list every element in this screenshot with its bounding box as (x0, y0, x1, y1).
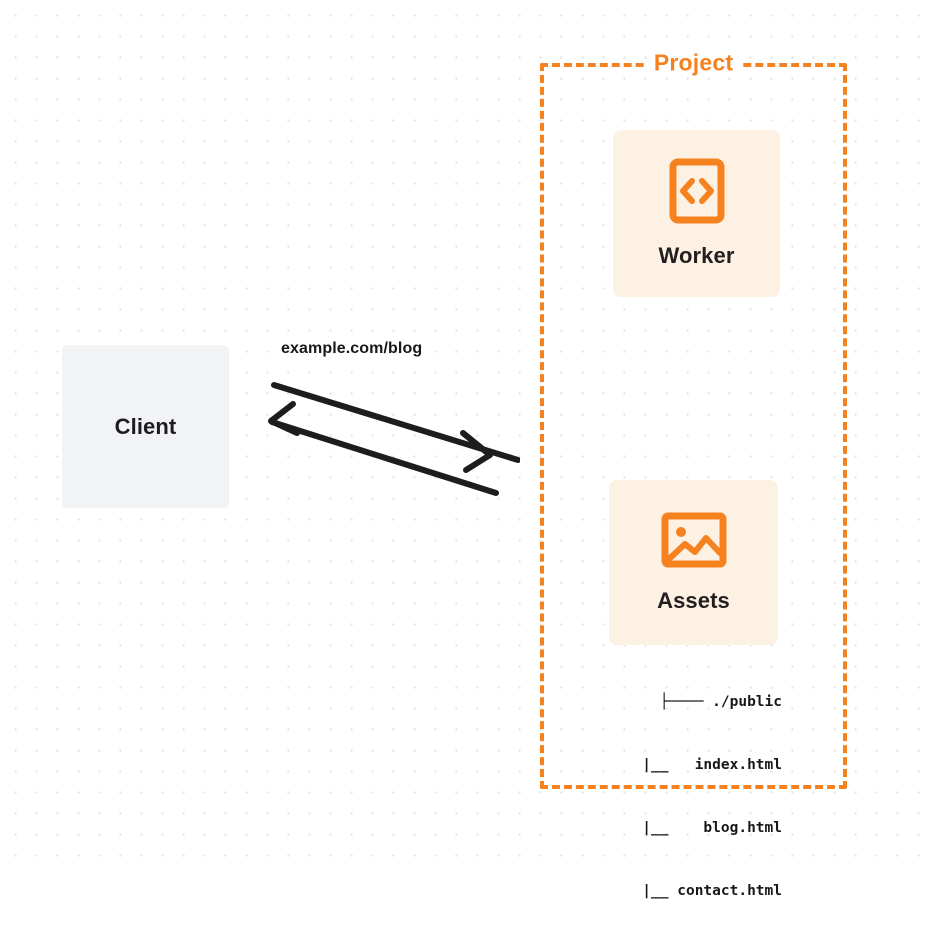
client-label: Client (114, 413, 177, 439)
file-tree-row: |__ contact.html (607, 883, 782, 899)
assets-label: Assets (657, 588, 730, 613)
diagram-canvas: Client example.com/blog Project Worker (0, 0, 938, 899)
worker-node[interactable]: Worker (613, 130, 780, 297)
file-tree-row: ├──── ./public (659, 694, 782, 710)
code-brackets-icon (669, 158, 725, 229)
project-title: Project (646, 49, 741, 77)
image-icon (661, 511, 727, 574)
client-node[interactable]: Client (62, 345, 229, 508)
assets-node[interactable]: Assets (609, 480, 778, 645)
arrow-request-to-project (269, 419, 499, 496)
worker-label: Worker (658, 243, 735, 268)
file-tree-row: |__ blog.html (607, 820, 782, 836)
project-boundary: Project (540, 49, 847, 789)
connection-label: example.com/blog (281, 340, 423, 357)
file-tree-row: |__ index.html (607, 757, 782, 773)
bidirectional-arrow-group (268, 382, 520, 496)
assets-file-tree: ├──── ./public |__ index.html |__ blog.h… (560, 650, 782, 944)
